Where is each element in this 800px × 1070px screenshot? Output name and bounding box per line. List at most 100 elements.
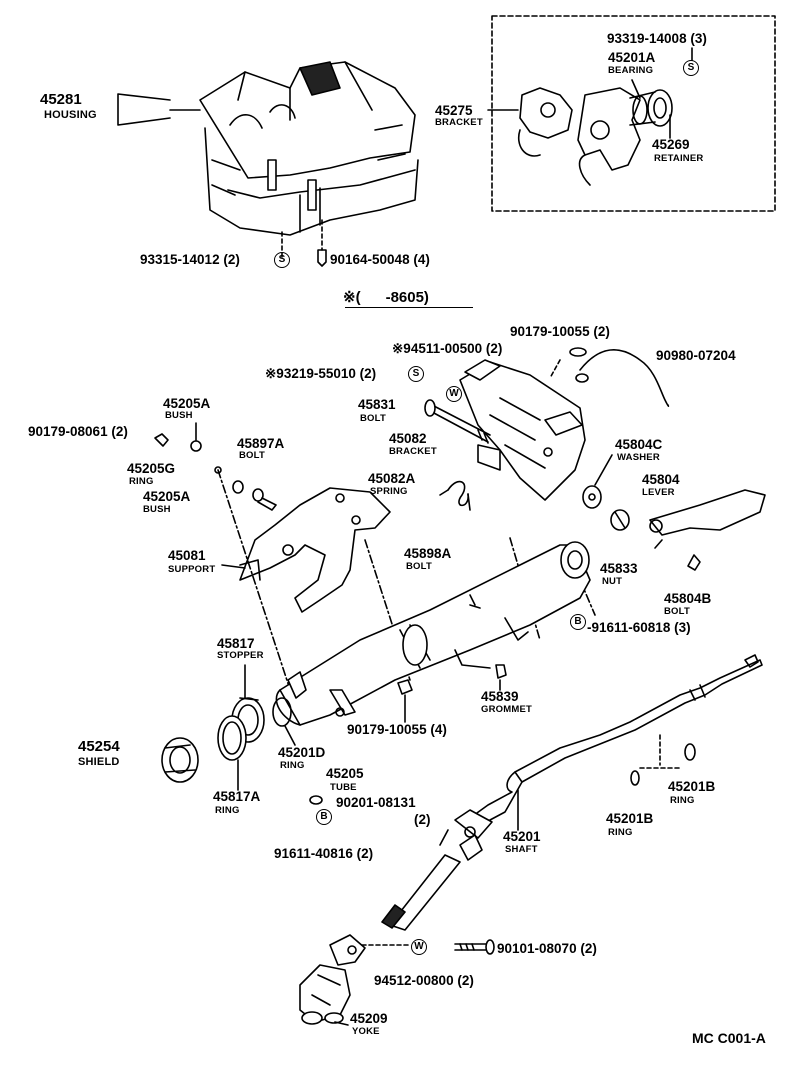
nut-90179-10055-4 [397, 679, 413, 695]
bracket-45082-drawing [459, 359, 586, 501]
grommet-45839 [495, 664, 507, 679]
label-45254-pn: 45254 [78, 738, 120, 755]
label-45898A-name: BOLT [406, 561, 432, 572]
label-45205A-upper-name: BUSH [165, 410, 193, 421]
label-90980: 90980-07204 [656, 348, 736, 363]
label-45081-name: SUPPORT [168, 564, 216, 575]
label-45082A-name: SPRING [370, 486, 408, 497]
leader-45201D [284, 725, 296, 746]
label-93219: ※93219-55010 (2) [265, 366, 377, 381]
bush-45205A-upper [190, 440, 202, 452]
label-45205G-name: RING [129, 476, 154, 487]
spring-45082A-drawing [439, 480, 471, 511]
label-90179-10055-2: 90179-10055 (2) [510, 324, 610, 339]
header-serial-range: ※( -8605) [343, 289, 429, 306]
label-45804B-name: BOLT [664, 606, 690, 617]
bracket-45275-drawing [518, 87, 673, 186]
yoke-45209-drawing [299, 934, 366, 1025]
label-45817-name: STOPPER [217, 650, 264, 661]
label-45205A-lower-pn: 45205A [143, 489, 191, 504]
label-45804C-name: WASHER [617, 452, 660, 463]
label-45817-pn: 45817 [217, 636, 255, 651]
label-90201: 90201-08131 [336, 795, 416, 810]
ring-45817A-drawing [217, 715, 247, 761]
label-45201B-left-name: RING [608, 827, 633, 838]
label-45201A-pn: 45201A [608, 50, 656, 65]
u-joint-upper-drawing [439, 809, 493, 861]
label-90179-08061: 90179-08061 (2) [28, 424, 128, 439]
label-45254-name: SHIELD [78, 756, 120, 768]
label-45817A-name: RING [215, 805, 240, 816]
label-91611-40816: 91611-40816 (2) [274, 846, 374, 861]
label-45201B-right-name: RING [670, 795, 695, 806]
label-45804-name: LEVER [642, 487, 675, 498]
lower-shaft-drawing [381, 854, 461, 931]
label-45817A-pn: 45817A [213, 789, 261, 804]
label-45897A-name: BOLT [239, 450, 265, 461]
bolt-45831-drawing [424, 399, 491, 444]
washer-45804C [582, 485, 602, 509]
label-94512: 94512-00800 (2) [374, 973, 474, 988]
ring-45201B-right [684, 743, 696, 761]
support-45081-drawing [239, 487, 391, 613]
label-45205-pn: 45205 [326, 766, 364, 781]
label-90101: 90101-08070 (2) [497, 941, 597, 956]
label-45269-name: RETAINER [654, 153, 704, 164]
label-93319: 93319-14008 (3) [607, 31, 707, 46]
label-45201D-pn: 45201D [278, 745, 326, 760]
leader-45201A [631, 79, 641, 99]
label-90164: 90164-50048 (4) [330, 252, 430, 267]
label-45839-name: GROMMET [481, 704, 533, 715]
label-45205G-pn: 45205G [127, 461, 176, 476]
wire-90980-drawing [569, 347, 670, 408]
housing-drawing [199, 61, 419, 236]
housing-bracket-line [117, 93, 201, 126]
label-45201B-right-pn: 45201B [668, 779, 716, 794]
label-45082-pn: 45082 [389, 431, 427, 446]
label-45833-name: NUT [602, 576, 623, 587]
label-45833-pn: 45833 [600, 561, 638, 576]
diagram-code: MC C001-A [692, 1030, 766, 1046]
label-45281-pn: 45281 [40, 91, 82, 108]
label-45201D-name: RING [280, 760, 305, 771]
label-45804C-pn: 45804C [615, 437, 663, 452]
label-90201-qty: (2) [414, 812, 431, 827]
nut-90179-08061 [154, 433, 169, 447]
label-45804B-pn: 45804B [664, 591, 712, 606]
column-tube-drawing [275, 541, 591, 726]
label-45205A-lower-name: BUSH [143, 504, 171, 515]
label-45281-name: HOUSING [44, 109, 97, 121]
leader-45209 [334, 1021, 349, 1026]
label-45201B-left-pn: 45201B [606, 811, 654, 826]
label-45831-name: BOLT [360, 413, 386, 424]
label-45897A-pn: 45897A [237, 436, 285, 451]
label-45209-name: YOKE [352, 1026, 380, 1037]
shield-45254-drawing [161, 737, 199, 783]
label-45201-name: SHAFT [505, 844, 538, 855]
label-45209-pn: 45209 [350, 1011, 388, 1026]
leader-45804C [594, 454, 613, 486]
bolt-90101-drawing [454, 939, 495, 955]
dash-leader-90179a [549, 359, 561, 379]
label-45205A-upper-pn: 45205A [163, 396, 211, 411]
bolt-45804B [687, 554, 701, 571]
callout-b-91611-60818: B [570, 614, 586, 630]
callout-s-93319: S [683, 60, 699, 76]
callout-b-91611-40816: B [316, 809, 332, 825]
alignment-line-1 [217, 469, 301, 721]
label-45205-name: TUBE [330, 782, 357, 793]
label-90179-10055-4: 90179-10055 (4) [347, 722, 447, 737]
screw-90164 [317, 249, 327, 267]
label-94511: ※94511-00500 (2) [392, 341, 503, 356]
label-45275-pn: 45275 [435, 103, 473, 118]
bolt-45897A-drawing [252, 488, 277, 511]
lever-45804-drawing [649, 489, 766, 549]
label-93315: 93315-14012 (2) [140, 252, 240, 267]
bush-45205A-lower [232, 480, 244, 494]
ring-90201-drawing [309, 795, 323, 805]
label-45831-pn: 45831 [358, 397, 396, 412]
label-45839-pn: 45839 [481, 689, 519, 704]
label-45082A-pn: 45082A [368, 471, 416, 486]
callout-w-94512: W [411, 939, 427, 955]
